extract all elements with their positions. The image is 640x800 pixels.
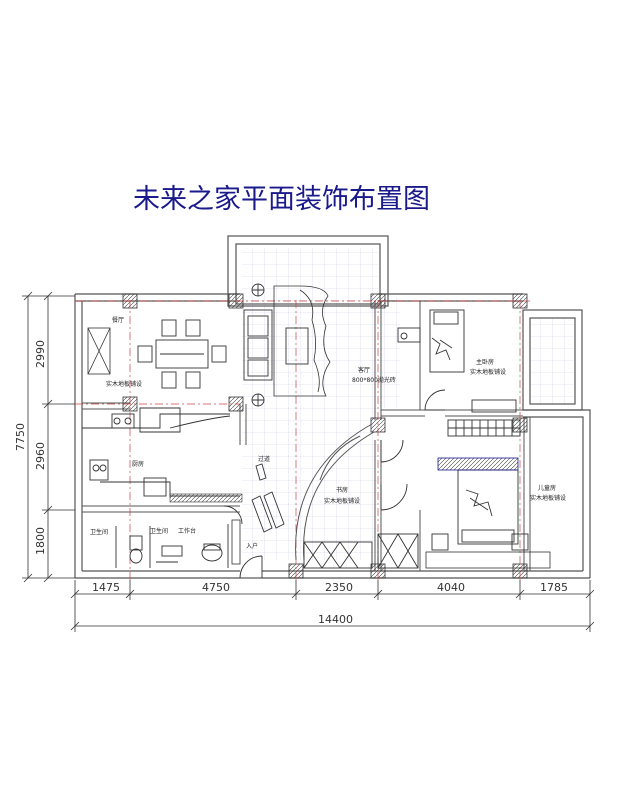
entry-door (223, 505, 263, 579)
dining-table-set (137, 319, 227, 389)
room-floor-master: 实木地板铺设 (470, 368, 506, 376)
shoe-cabinet (231, 519, 241, 565)
room-label-living: 客厅 (358, 366, 370, 374)
room-label-utility: 工作台 (178, 527, 196, 535)
room-label-study: 书房 (336, 486, 348, 494)
dining-cabinet (87, 327, 111, 375)
master-door (424, 389, 446, 411)
room-label-bath1: 卫生间 (90, 528, 108, 536)
balcony-top (227, 235, 389, 307)
second-bed (431, 469, 529, 551)
kitchen-hatched-counter (169, 493, 243, 503)
dim-bottom-total: 14400 (318, 613, 353, 626)
kitchen-counters (82, 407, 240, 497)
dim-bottom-4: 4040 (437, 581, 465, 594)
room-floor-study: 实木地板铺设 (324, 497, 360, 505)
tile-grid-areas (242, 248, 574, 560)
room-floor-living: 800*800抛光砖 (352, 376, 396, 384)
dim-bottom-1: 1475 (92, 581, 120, 594)
dim-bottom-2: 4750 (202, 581, 230, 594)
dim-left-total: 7750 (14, 423, 27, 451)
master-desk (397, 327, 421, 343)
room-label-bath2: 卫生间 (150, 527, 168, 535)
dim-bottom-5: 1785 (540, 581, 568, 594)
interior-walls (82, 301, 531, 571)
dim-left-2: 2960 (34, 442, 47, 470)
study-door (380, 439, 408, 511)
dim-bottom-3: 2350 (325, 581, 353, 594)
kitchen-fridge (89, 459, 109, 481)
axis-lines (75, 300, 530, 580)
room-floor-bedroom: 实木地板铺设 (530, 494, 566, 502)
dimension-lines-left (22, 291, 75, 583)
room-floor-dining: 实木地板铺设 (106, 380, 142, 388)
second-bedroom-bench (425, 551, 551, 569)
room-label-bedroom: 儿童房 (538, 484, 556, 492)
drawing-title: 未来之家平面装饰布置图 (133, 184, 430, 215)
corridor-shelves (251, 463, 285, 533)
room-label-master: 主卧房 (476, 358, 494, 366)
dimension-lines-bottom (70, 580, 595, 632)
room-label-corridor: 过道 (258, 455, 270, 463)
room-label-dining: 餐厅 (112, 316, 124, 324)
master-bed (429, 309, 465, 373)
study-cabinet (377, 533, 419, 569)
room-label-kitchen: 厨房 (132, 460, 144, 468)
second-bed-headboard (437, 457, 519, 471)
dim-left-1: 2990 (34, 340, 47, 368)
dim-left-3: 1800 (34, 527, 47, 555)
curved-wall (295, 423, 375, 561)
master-wardrobe (447, 399, 521, 437)
bathroom-fixtures (115, 524, 229, 568)
study-desk (303, 541, 373, 569)
living-sofa (243, 283, 309, 407)
room-label-entry: 入户 (246, 542, 258, 550)
living-rug (273, 285, 331, 397)
